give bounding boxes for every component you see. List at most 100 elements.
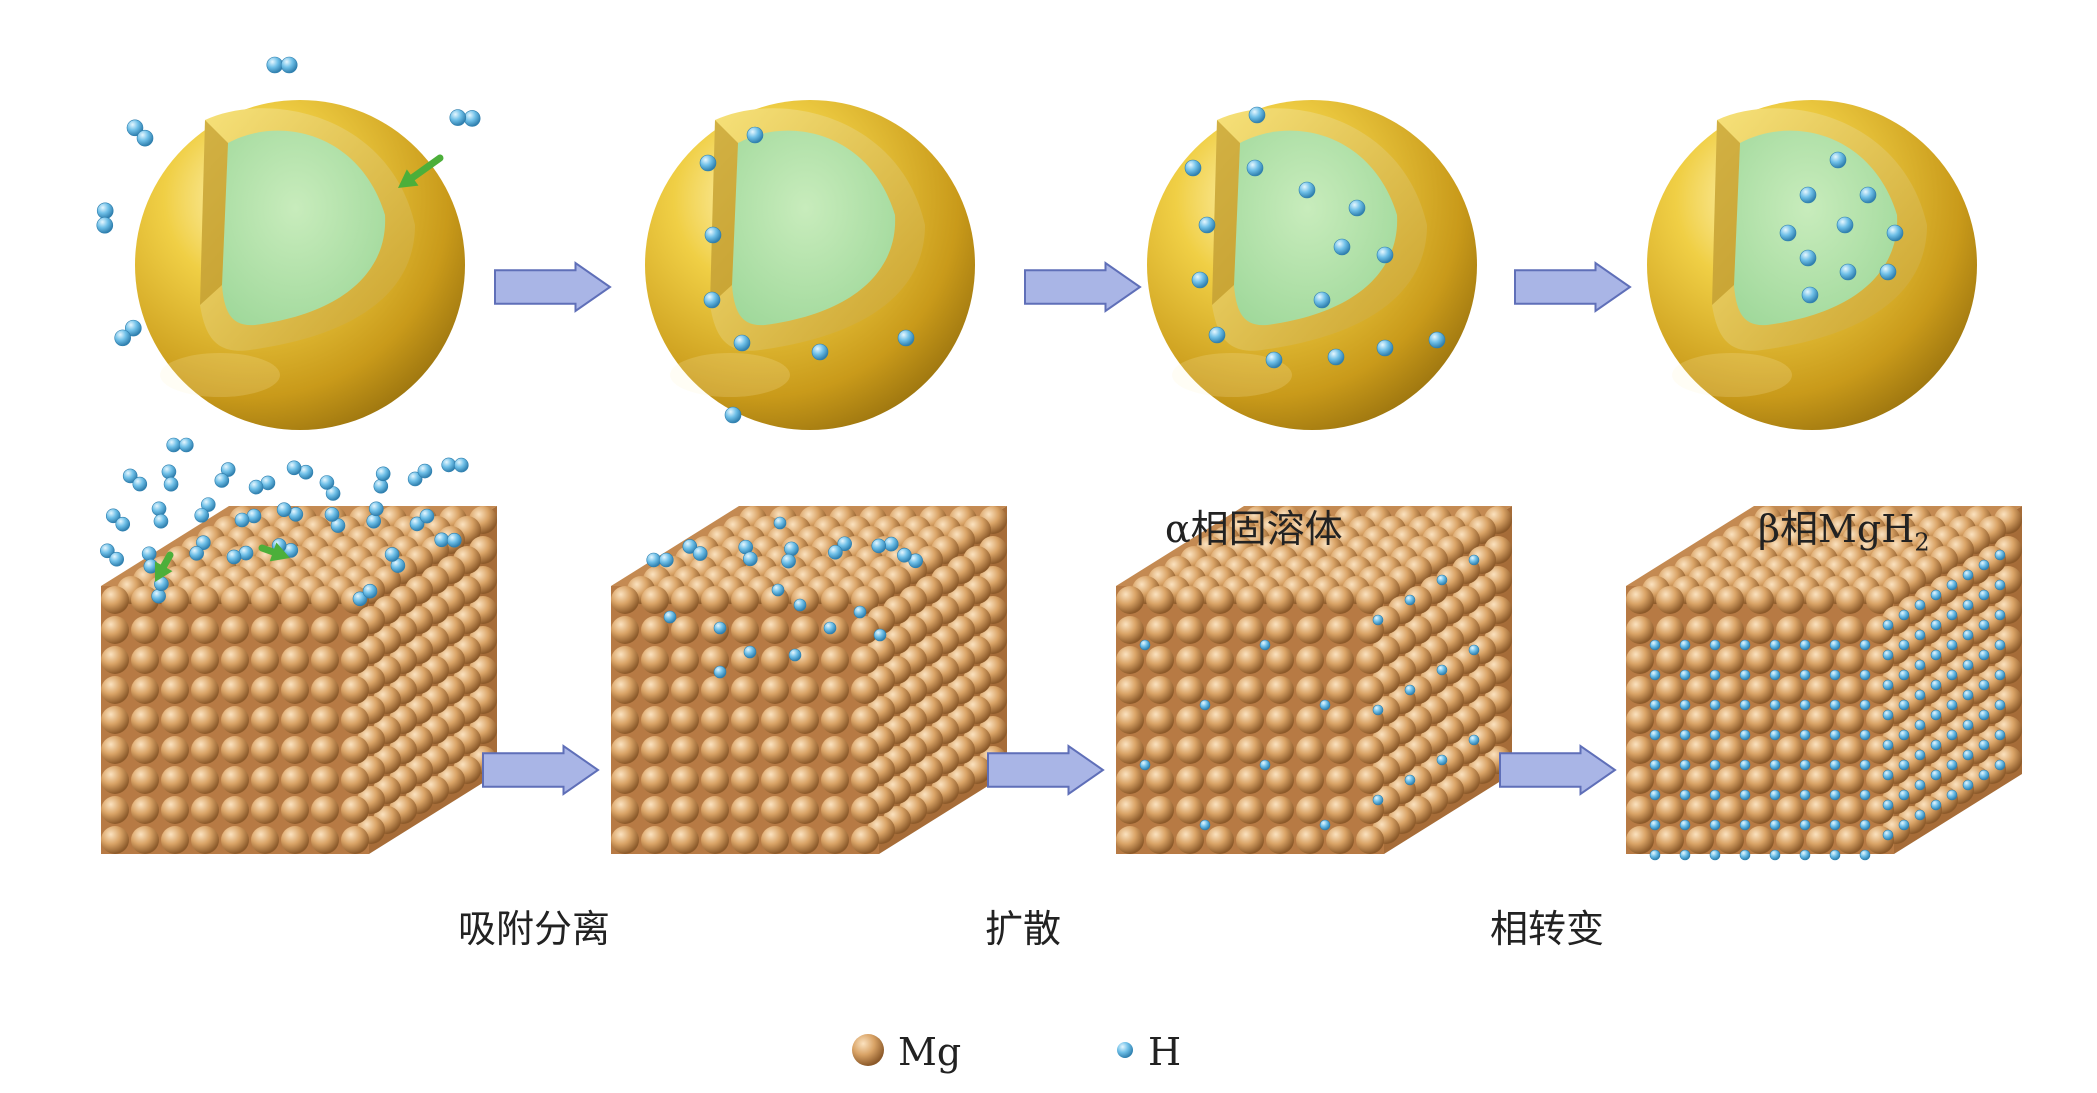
h-atom [1914,749,1926,761]
mg-atom [1146,826,1174,854]
h-atom [136,129,154,147]
mg-atom [1746,676,1774,704]
mg-atom [1656,796,1684,824]
h-atom [368,501,384,517]
mg-atom [1116,706,1144,734]
h-atom [1198,216,1216,234]
h-atom [1898,609,1910,621]
mg-atom [161,676,189,704]
mg-atom [1296,646,1324,674]
mg-atom [1116,736,1144,764]
h2-molecule [151,501,169,529]
mg-atom [791,766,819,794]
h-atom [1679,789,1691,801]
h2-molecule [897,547,923,569]
h-atom [1946,609,1958,621]
mg-atom [851,646,879,674]
mg-atom [1626,736,1654,764]
h-atom [419,508,435,524]
h-atom [1649,669,1661,681]
h-atom [1739,729,1751,741]
mg-atom [821,676,849,704]
h-atom [771,583,785,597]
mg-atom [821,766,849,794]
h-atom [837,536,852,552]
mg-atom [281,676,309,704]
h-atom [773,516,787,530]
mg-atom [1626,826,1654,854]
h-atom [463,110,481,127]
cubes-row [100,437,2022,861]
legend [852,1034,1133,1066]
mg-atom [1236,736,1264,764]
h-atom [1962,689,1974,701]
mg-atom [1296,736,1324,764]
h-atom [1436,664,1448,676]
h-atom [1994,729,2006,741]
mg-atom [791,706,819,734]
mg-atom [1686,616,1714,644]
mg-atom [611,796,639,824]
mg-atom [611,676,639,704]
mg-atom [671,826,699,854]
h-atom [1139,639,1151,651]
h-atom [1801,286,1819,304]
h-atom [1882,649,1894,661]
h-atom [1978,649,1990,661]
h-atom [1649,849,1661,861]
h2-molecule [100,543,124,567]
mg-atom [1176,766,1204,794]
mg-atom [1146,646,1174,674]
h-atom [1404,684,1416,696]
particle-core [222,130,386,326]
h-atom [248,479,264,495]
mg-atom [821,706,849,734]
mg-atom [1146,676,1174,704]
mg-atom [1176,736,1204,764]
h-atom [699,154,717,172]
mg-atom [611,646,639,674]
mg-atom [101,826,129,854]
h2-molecule [96,202,114,234]
mg-atom [251,676,279,704]
h-atom [1882,829,1894,841]
h-atom [1859,669,1871,681]
h-atom [1319,819,1331,831]
mg-atom [1626,676,1654,704]
mg-atom [1266,706,1294,734]
h-atom [1348,199,1366,217]
h-atom [1859,819,1871,831]
h2-molecule [781,541,799,569]
h-atom [1994,609,2006,621]
adsorption-arrow-icon [258,542,290,562]
h-atom [1829,639,1841,651]
mg-atom [761,616,789,644]
h-atom [1930,589,1942,601]
step-label-diffusion: 扩散 [985,907,1062,951]
mg-atom [1776,796,1804,824]
mg-atom [731,736,759,764]
h2-molecule [828,536,852,560]
h-atom [1898,639,1910,651]
mg-atom [1686,796,1714,824]
mg-atom [1236,796,1264,824]
h2-molecule [286,460,314,480]
h-atom [1799,699,1811,711]
h-atom [151,588,166,604]
particle-core [1234,130,1398,326]
h-atom [115,516,131,532]
mg-atom [1236,706,1264,734]
mg-atom [1716,646,1744,674]
h-atom [1946,579,1958,591]
mg-atom [1206,676,1234,704]
mg-atom [281,586,309,614]
mg-lattice-cube [1626,506,2022,861]
mg-atom [1206,616,1234,644]
step-label-adsorption: 吸附分离 [458,907,611,951]
mg-atom [1206,706,1234,734]
h2-molecule [266,56,298,74]
h-atom [1994,639,2006,651]
h-atom [1879,263,1897,281]
h-atom [114,329,131,347]
h-atom [897,547,912,563]
